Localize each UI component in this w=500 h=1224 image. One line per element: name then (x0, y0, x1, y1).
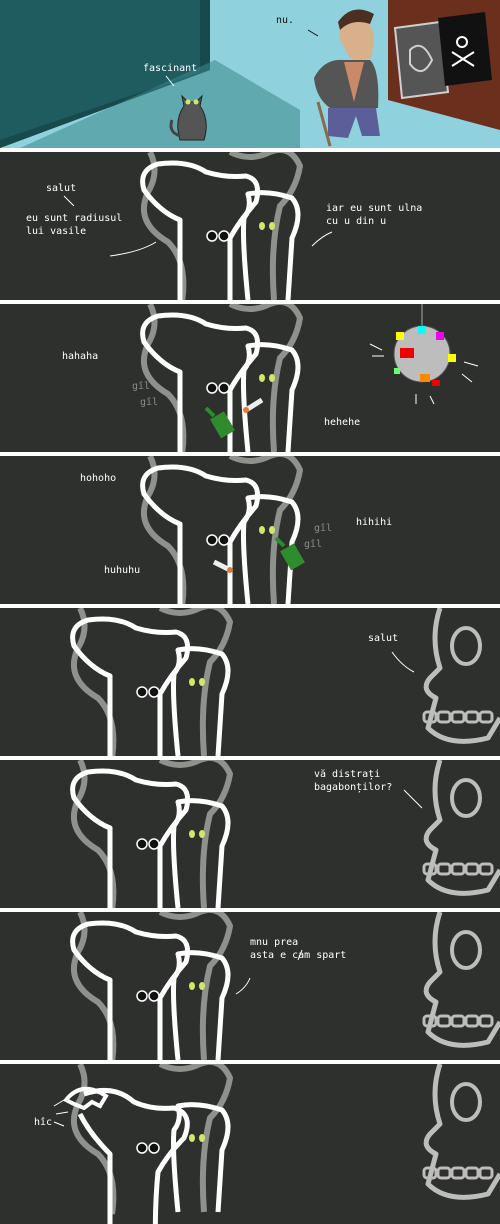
ulna-eyes (189, 830, 205, 838)
speech-tick (403, 789, 423, 809)
cat (169, 94, 207, 141)
bones-illustration (140, 152, 303, 300)
radius-eyes (136, 686, 160, 698)
skull (422, 912, 500, 1048)
speech-tick (391, 651, 415, 673)
ulna-bone (171, 646, 231, 756)
hic-marks (53, 1099, 69, 1127)
ulna-bone (171, 798, 231, 908)
ulna-bone (171, 1102, 231, 1213)
skull-teeth (422, 1166, 494, 1180)
panel-6-skull: vă distrați bagabonților? (0, 760, 500, 908)
radius-eyes (136, 838, 160, 850)
ulna-bone (171, 950, 231, 1060)
radius-hello: salut (46, 183, 77, 194)
bones-illustration (140, 304, 303, 452)
panel-3-party: hahaha gîl gîl hehehe (0, 304, 500, 452)
radius-eyes (206, 534, 230, 546)
wine-bottle (274, 536, 305, 571)
ulna-reply: mnu prea asta e cam spart (250, 937, 347, 961)
radius-eyes (206, 230, 230, 242)
skull-hello: salut (368, 633, 399, 644)
skull-teeth (422, 710, 494, 724)
gil-2: gîl (140, 397, 159, 408)
ulna-bone (241, 190, 301, 300)
bones-illustration (70, 608, 233, 756)
bones-illustration (140, 456, 303, 604)
radius-eyes (136, 990, 160, 1002)
ulna-eyes (189, 982, 205, 990)
laugh-huhuhu: huhuhu (104, 565, 141, 576)
skull (422, 760, 500, 896)
skull-teeth (422, 862, 494, 876)
laugh-hahaha: hahaha (62, 351, 99, 362)
radius-bone (70, 920, 191, 1060)
ulna-intro: iar eu sunt ulna cu u din u (326, 203, 423, 227)
radius-bone (140, 312, 261, 452)
cigarette (212, 559, 233, 573)
radius-intro: eu sunt radiusul lui vasile (26, 213, 123, 237)
ulna-eyes (259, 374, 275, 382)
bones-illustration (70, 912, 233, 1060)
hic-sound: hîc (34, 1117, 53, 1128)
panel-1-room: fascinant nu. (0, 0, 500, 148)
ulna-eyes (189, 1134, 205, 1142)
ulna-bone (241, 342, 301, 452)
old-man (314, 9, 380, 147)
skull-question: vă distrați bagabonților? (314, 769, 393, 793)
panel4-props (212, 536, 305, 573)
gil-2: gîl (304, 539, 323, 550)
skull (422, 608, 500, 744)
gil-1: gîl (314, 523, 333, 534)
ulna-bone (241, 494, 301, 604)
bones-illustration (62, 1064, 233, 1224)
radius-eyes (206, 382, 230, 394)
radius-bone (70, 768, 191, 908)
skull-illustration (422, 1064, 500, 1200)
radius-bone (140, 464, 261, 604)
panel-5-skull: salut (0, 608, 500, 756)
cat-caption: fascinant (143, 63, 198, 74)
panel-7-reply: mnu prea asta e cam spart (0, 912, 500, 1060)
skull-illustration (422, 912, 500, 1048)
cigarette (243, 397, 264, 413)
bones-illustration (70, 760, 233, 908)
skull-teeth (422, 1014, 494, 1028)
skull-illustration (422, 608, 500, 744)
disco-ball (369, 304, 479, 405)
radius-bone (77, 1087, 190, 1224)
speech-ticks (63, 195, 333, 257)
skull (422, 1064, 500, 1200)
ulna-eyes (259, 526, 275, 534)
ulna-eyes (189, 678, 205, 686)
radius-bone (70, 616, 191, 756)
speech-ticks (235, 949, 303, 995)
panel-2-intro: salut eu sunt radiusul lui vasile iar eu… (0, 152, 500, 300)
broken-bone-top (62, 1087, 109, 1111)
skull-illustration (422, 760, 500, 896)
panel3-props (204, 304, 479, 439)
panel-4-party: hohoho huhuhu gîl gîl hihihi (0, 456, 500, 604)
man-caption: nu. (276, 15, 295, 26)
laugh-hohoho: hohoho (80, 473, 117, 484)
laugh-hehehe: hehehe (324, 417, 361, 428)
laugh-hihihi: hihihi (356, 517, 393, 528)
panel-8-hic: hîc (0, 1064, 500, 1224)
room-scene (0, 0, 500, 148)
wine-bottle (204, 406, 235, 439)
radius-bone (140, 160, 261, 300)
gil-1: gîl (132, 381, 151, 392)
ulna-eyes (259, 222, 275, 230)
radius-eyes (136, 1142, 160, 1154)
